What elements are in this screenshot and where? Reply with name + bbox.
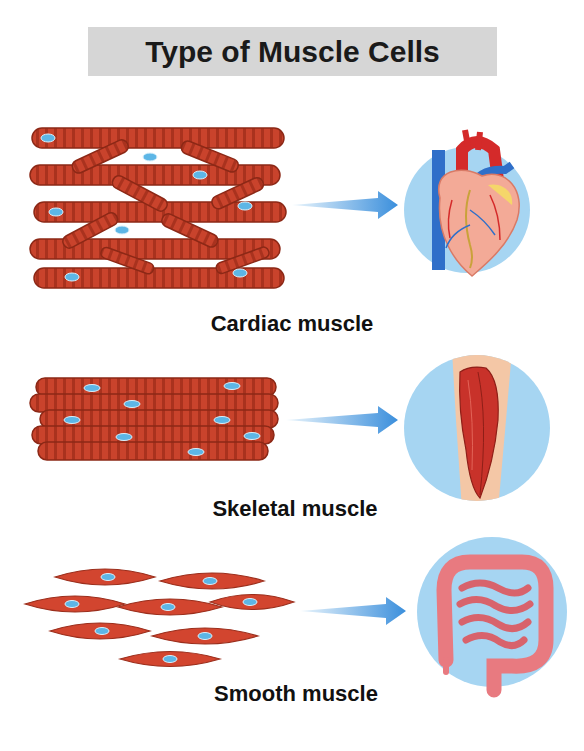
- intestine-picture: [417, 537, 567, 690]
- muscle-type-label: Cardiac muscle: [211, 311, 374, 337]
- skeletal-cells: [30, 378, 278, 460]
- muscle-type-label: Skeletal muscle: [212, 496, 377, 522]
- title-text: Type of Muscle Cells: [145, 35, 440, 69]
- cell-nuclei: [64, 383, 260, 456]
- title-banner: Type of Muscle Cells: [88, 27, 497, 76]
- cell-nuclei: [41, 134, 252, 281]
- smooth-cells: [25, 569, 294, 667]
- pointer-arrows: [286, 191, 406, 625]
- leg-picture: [404, 350, 550, 510]
- heart-picture: [404, 130, 530, 276]
- cardiac-cells: [30, 128, 286, 288]
- cell-nuclei: [65, 574, 257, 663]
- muscle-type-label: Smooth muscle: [214, 681, 378, 707]
